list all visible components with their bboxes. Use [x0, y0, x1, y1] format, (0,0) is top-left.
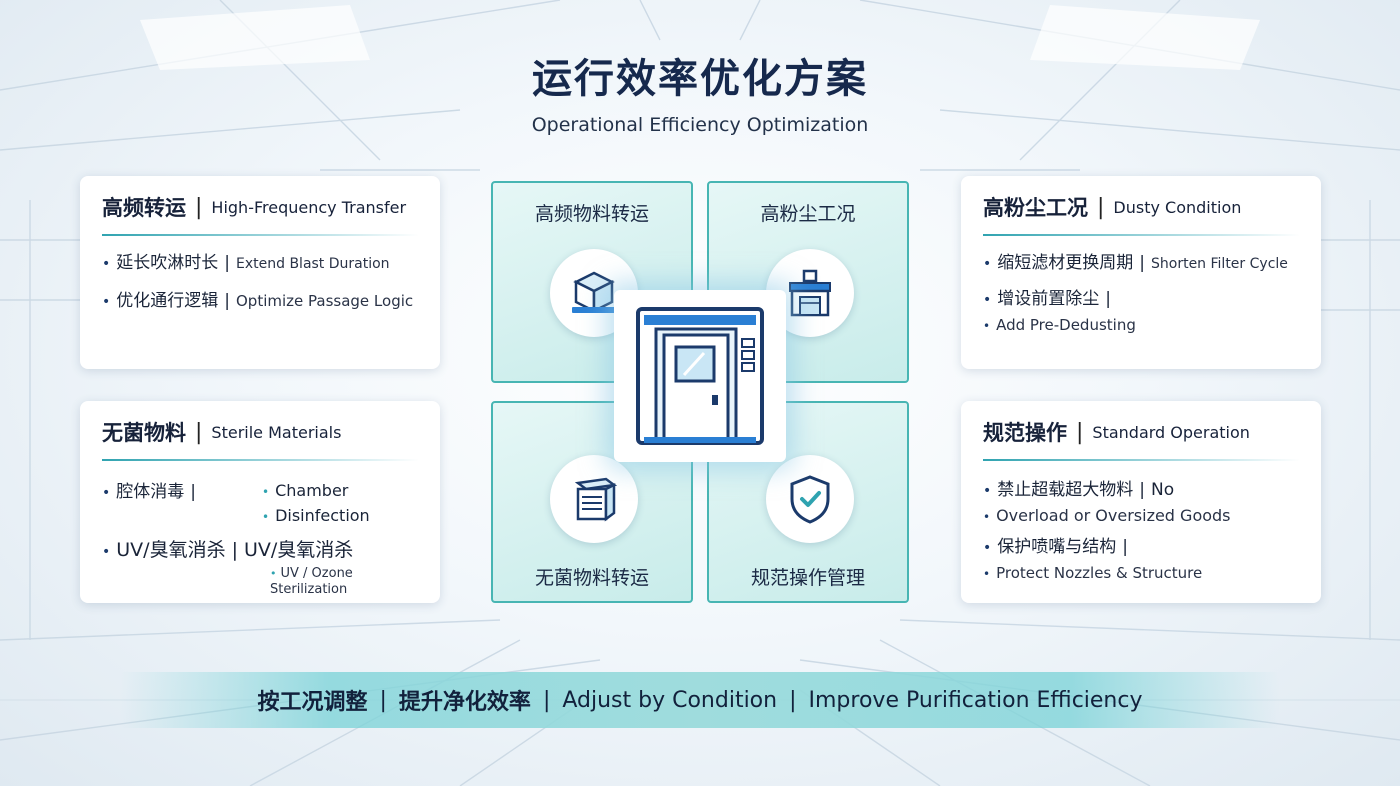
card-sterile-materials: 无菌物料 | Sterile Materials • 腔体消毒 | •Chamb… — [80, 401, 440, 603]
list-item: • 缩短滤材更换周期 | Shorten Filter Cycle — [983, 250, 1299, 278]
list-item: • 延长吹淋时长 | Extend Blast Duration — [102, 250, 418, 278]
bullet-icon: • — [983, 292, 992, 308]
banner-text: Adjust by Condition — [562, 687, 778, 713]
card-title-zh: 规范操作 — [983, 421, 1067, 445]
card-dusty-condition: 高粉尘工况 | Dusty Condition • 缩短滤材更换周期 | Sho… — [961, 176, 1321, 369]
list-item: • UV/臭氧消杀 | UV/臭氧消杀 •UV / Ozone Steriliz… — [102, 539, 354, 597]
bullet-icon: • — [983, 540, 992, 556]
card-title-en: High-Frequency Transfer — [211, 197, 407, 217]
separator: | — [195, 419, 203, 445]
separator: | — [1076, 419, 1084, 445]
cabinet-icon — [550, 455, 638, 543]
bullet-icon: • — [102, 544, 111, 560]
shield-check-icon — [766, 455, 854, 543]
separator: | — [542, 687, 551, 713]
card-header: 高频转运 | High-Frequency Transfer — [102, 192, 418, 236]
list-item: • 增设前置除尘 | •Add Pre-Dedusting — [983, 289, 1136, 334]
separator: | — [195, 194, 203, 220]
card-title-en: Standard Operation — [1092, 422, 1250, 442]
card-high-frequency-transfer: 高频转运 | High-Frequency Transfer • 延长吹淋时长 … — [80, 176, 440, 369]
card-standard-operation: 规范操作 | Standard Operation • 禁止超载超大物料 | N… — [961, 401, 1321, 603]
card-title-zh: 无菌物料 — [102, 421, 186, 445]
bullet-icon: • — [983, 483, 992, 499]
bullet-icon: • — [102, 256, 111, 272]
card-title-zh: 高频转运 — [102, 196, 186, 220]
card-title-zh: 高粉尘工况 — [983, 196, 1088, 220]
card-title-en: Sterile Materials — [211, 422, 342, 442]
separator: | — [789, 687, 797, 713]
bullet-icon: • — [102, 294, 111, 310]
banner-text: Improve Purification Efficiency — [808, 687, 1143, 713]
banner-text: 按工况调整 — [257, 690, 368, 715]
tile-label: 无菌物料转运 — [534, 567, 649, 589]
separator: | — [379, 687, 387, 713]
separator: | — [1097, 194, 1105, 220]
card-title-en: Dusty Condition — [1113, 197, 1242, 217]
list-item: • 禁止超载超大物料 | No •Overload or Oversized G… — [983, 480, 1231, 525]
page-title: 运行效率优化方案 — [532, 56, 868, 102]
card-header: 无菌物料 | Sterile Materials — [102, 417, 418, 461]
tile-label: 高频物料转运 — [534, 203, 649, 225]
list-item: • 优化通行逻辑 | Optimize Passage Logic — [102, 288, 418, 316]
list-item: • 腔体消毒 | •Chamber •Disinfection — [102, 481, 370, 525]
title-block: 运行效率优化方案 Operational Efficiency Optimiza… — [0, 46, 1400, 136]
tile-label: 规范操作管理 — [750, 567, 865, 589]
card-header: 高粉尘工况 | Dusty Condition — [983, 192, 1299, 236]
banner-text: 提升净化效率 — [398, 690, 531, 715]
list-item: • 保护喷嘴与结构 | •Protect Nozzles & Structure — [983, 537, 1203, 582]
bullet-icon: • — [102, 485, 111, 501]
air-shower-door-icon — [614, 290, 786, 462]
summary-banner: 按工况调整 | 提升净化效率 | Adjust by Condition | I… — [120, 672, 1280, 728]
bullet-icon: • — [983, 256, 992, 272]
page-subtitle: Operational Efficiency Optimization — [531, 114, 869, 136]
card-header: 规范操作 | Standard Operation — [983, 417, 1299, 461]
tile-label: 高粉尘工况 — [760, 203, 856, 225]
